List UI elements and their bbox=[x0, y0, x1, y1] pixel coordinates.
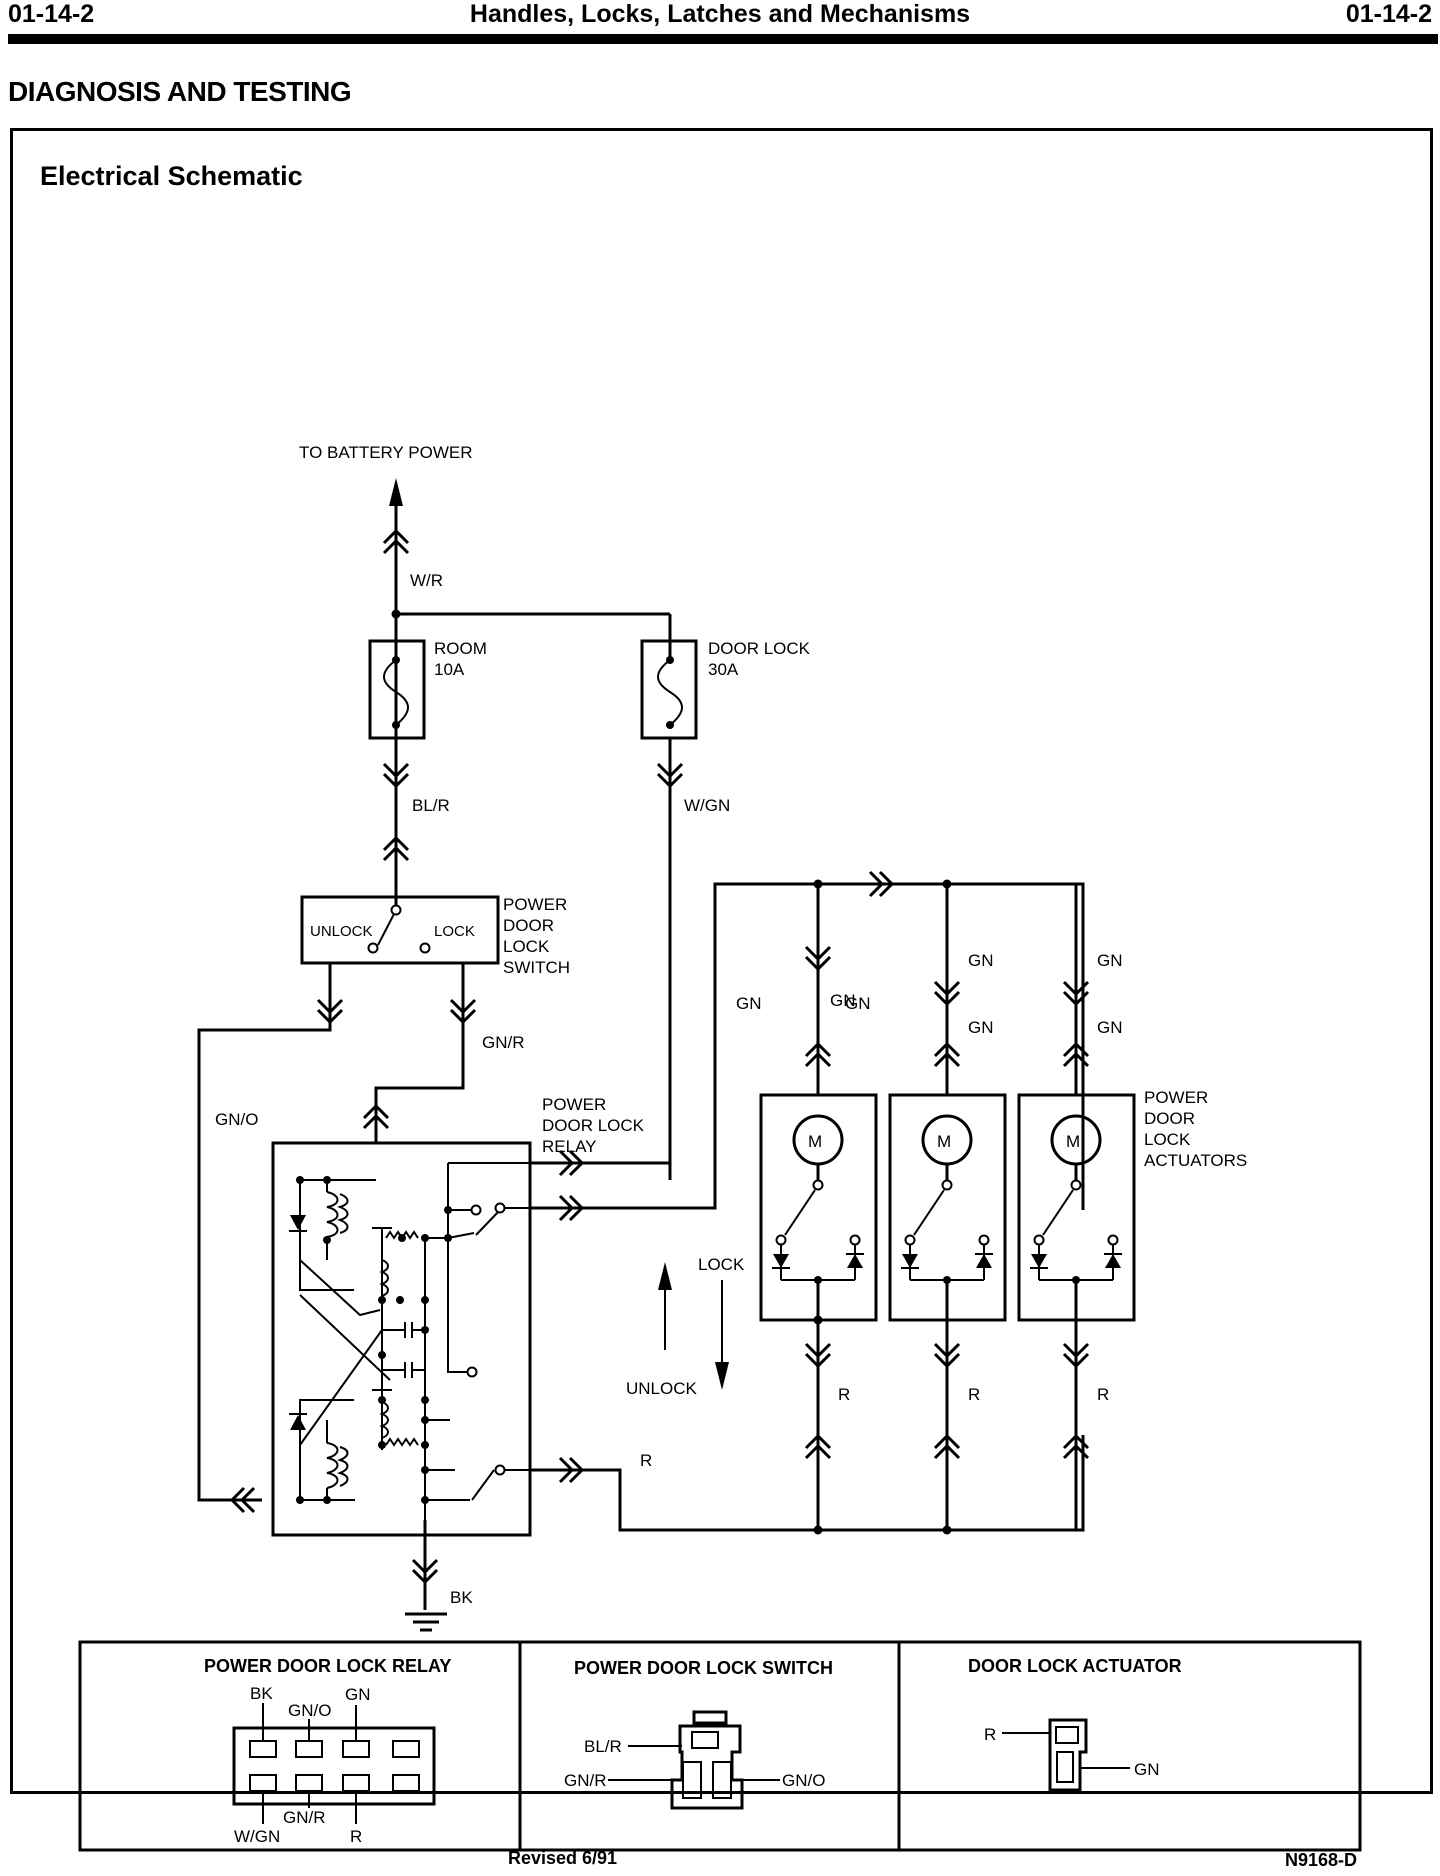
power-door-lock-relay bbox=[271, 1141, 532, 1537]
switch-pin-gno: GN/O bbox=[782, 1771, 825, 1790]
actuator-2 bbox=[888, 879, 1007, 1535]
wire-label-wr: W/R bbox=[410, 571, 443, 590]
actuators-name-4: ACTUATORS bbox=[1144, 1151, 1247, 1170]
relay-name-3: RELAY bbox=[542, 1137, 597, 1156]
room-fuse-rating: 10A bbox=[434, 660, 465, 679]
actuators-name-1: POWER bbox=[1144, 1088, 1208, 1107]
switch-lock-label: LOCK bbox=[434, 923, 475, 940]
actuator-3-r: R bbox=[1097, 1385, 1109, 1404]
switch-pin-gnr: GN/R bbox=[564, 1771, 607, 1790]
figure-frame bbox=[10, 128, 1433, 1794]
actuator-1-gn-bottom: GN bbox=[845, 994, 871, 1013]
figure-id: N9168-D bbox=[1285, 1850, 1357, 1870]
actuator-connector bbox=[1002, 1718, 1130, 1792]
section-title: DIAGNOSIS AND TESTING bbox=[8, 76, 352, 107]
power-door-lock-switch bbox=[300, 895, 500, 965]
header-rule bbox=[8, 34, 1438, 44]
room-fuse-name: ROOM bbox=[434, 639, 487, 658]
switch-unlock-label: UNLOCK bbox=[310, 923, 373, 940]
wire-label-blr: BL/R bbox=[412, 796, 450, 815]
switch-name-2: DOOR bbox=[503, 916, 554, 935]
connector-relay-title: POWER DOOR LOCK RELAY bbox=[204, 1656, 451, 1676]
relay-name-1: POWER bbox=[542, 1095, 606, 1114]
relay-pin-wgn: W/GN bbox=[234, 1827, 280, 1846]
connector-switch-title: POWER DOOR LOCK SWITCH bbox=[574, 1658, 833, 1678]
battery-arrow-icon bbox=[389, 478, 403, 506]
actuator-2-gn-bottom: GN bbox=[968, 1018, 994, 1037]
schematic-title: Electrical Schematic bbox=[40, 161, 303, 191]
page-number-left: 01-14-2 bbox=[8, 0, 95, 28]
wire-label-gn-relay: GN bbox=[736, 994, 762, 1013]
actuators-name-2: DOOR bbox=[1144, 1109, 1195, 1128]
switch-connector bbox=[608, 1710, 780, 1810]
actuator-2-gn-top: GN bbox=[968, 951, 994, 970]
actuator-pin-gn: GN bbox=[1134, 1760, 1160, 1779]
connector-actuator-title: DOOR LOCK ACTUATOR bbox=[968, 1656, 1182, 1676]
actuator-1-motor: M bbox=[808, 1132, 822, 1151]
switch-name-1: POWER bbox=[503, 895, 567, 914]
relay-pin-bk: BK bbox=[250, 1684, 273, 1703]
wire-label-gnr: GN/R bbox=[482, 1033, 525, 1052]
actuator-1-r: R bbox=[838, 1385, 850, 1404]
relay-pin-r: R bbox=[350, 1827, 362, 1846]
relay-pin-gnr: GN/R bbox=[283, 1808, 326, 1827]
wire-label-r-relay: R bbox=[640, 1451, 652, 1470]
page-header-title: Handles, Locks, Latches and Mechanisms bbox=[469, 0, 971, 28]
actuator-2-motor: M bbox=[937, 1132, 951, 1151]
door-lock-fuse-rating: 30A bbox=[708, 660, 739, 679]
ground-symbol-icon bbox=[405, 1612, 447, 1632]
actuator-3-motor: M bbox=[1066, 1132, 1080, 1151]
direction-lock-label: LOCK bbox=[698, 1255, 745, 1274]
actuator-3-gn-top: GN bbox=[1097, 951, 1123, 970]
door-lock-fuse-name: DOOR LOCK bbox=[708, 639, 811, 658]
switch-pin-blr: BL/R bbox=[584, 1737, 622, 1756]
switch-name-3: LOCK bbox=[503, 937, 550, 956]
actuators-name-3: LOCK bbox=[1144, 1130, 1191, 1149]
battery-power-label: TO BATTERY POWER bbox=[299, 443, 473, 462]
wire-label-wgn: W/GN bbox=[684, 796, 730, 815]
wire-label-gno: GN/O bbox=[215, 1110, 258, 1129]
actuator-3 bbox=[1017, 884, 1136, 1530]
relay-name-2: DOOR LOCK bbox=[542, 1116, 645, 1135]
relay-pin-gno: GN/O bbox=[288, 1701, 331, 1720]
revision-footer: Revised 6/91 bbox=[508, 1848, 618, 1868]
actuator-3-gn-bottom: GN bbox=[1097, 1018, 1123, 1037]
actuator-2-r: R bbox=[968, 1385, 980, 1404]
wire-label-bk: BK bbox=[450, 1588, 473, 1607]
direction-unlock-label: UNLOCK bbox=[626, 1379, 698, 1398]
relay-connector bbox=[232, 1703, 436, 1824]
lock-unlock-arrows-icon bbox=[658, 1262, 729, 1390]
actuator-pin-r: R bbox=[984, 1725, 996, 1744]
connector-panel bbox=[78, 1640, 1362, 1852]
actuator-1-gn-top: GN bbox=[830, 991, 856, 1010]
actuator-1 bbox=[759, 879, 878, 1535]
relay-pin-gn: GN bbox=[345, 1685, 371, 1704]
switch-name-4: SWITCH bbox=[503, 958, 570, 977]
page-number-right: 01-14-2 bbox=[1345, 0, 1432, 28]
